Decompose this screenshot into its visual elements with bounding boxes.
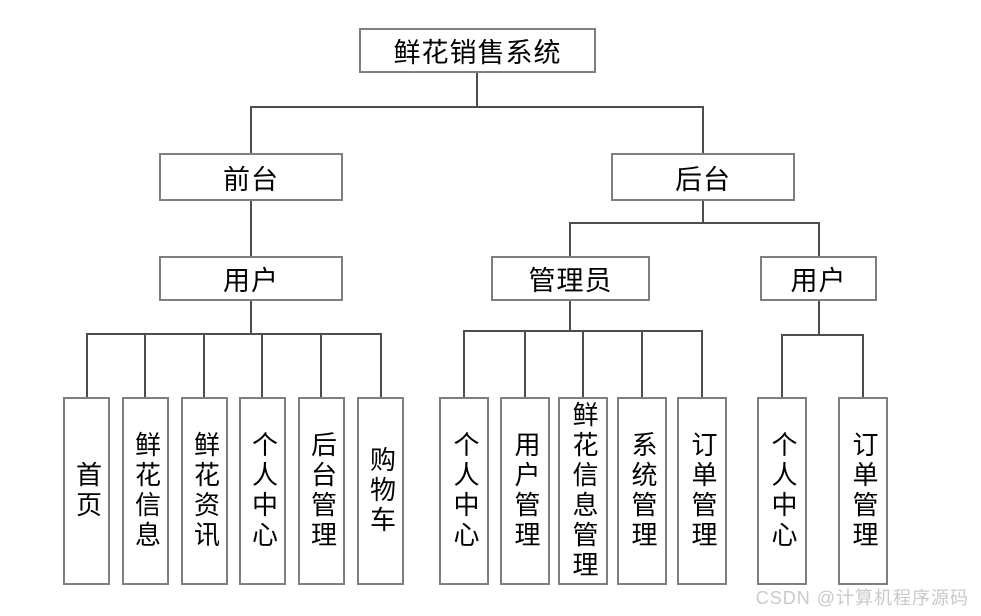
node-order-manage-user: 订单管理 [838,397,888,585]
connector-drop-backend-manage [320,333,322,397]
node-order-manage-admin-label: 订单管理 [688,431,717,551]
node-personal-center-user-label: 个人中心 [768,431,797,551]
connector-back-horizontal [569,222,820,224]
node-backend-manage-label: 后台管理 [307,431,337,551]
node-cart-label: 购物车 [366,446,396,536]
node-user-manage: 用户管理 [500,397,550,585]
node-root-system: 鲜花销售系统 [359,28,596,73]
connector-drop-order-manage-user [862,334,864,397]
connector-drop-personal-user [781,334,783,397]
connector-front-leaves-horizontal [86,333,382,335]
node-home: 首页 [63,397,110,585]
node-flower-news: 鲜花资讯 [181,397,228,585]
node-flower-info-manage: 鲜花信息管理 [558,397,608,585]
node-personal-center-admin-label: 个人中心 [450,431,479,551]
connector-drop-user-manage [524,330,526,397]
connector-front-user [250,201,252,256]
node-user-manage-label: 用户管理 [511,431,540,551]
connector-back-user-stem [818,301,820,334]
connector-front-user-stem [250,301,252,333]
connector-drop-admin [569,222,571,256]
node-flower-info: 鲜花信息 [122,397,169,585]
node-flower-info-label: 鲜花信息 [131,431,161,551]
node-flower-news-label: 鲜花资讯 [190,431,220,551]
connector-drop-personal-front [261,333,263,397]
connector-l1-horizontal [250,106,704,108]
connector-drop-flower-info [144,333,146,397]
node-back-user: 用户 [760,256,877,301]
connector-drop-flower-info-manage [582,330,584,397]
node-system-manage-label: 系统管理 [628,431,657,551]
connector-back-user-leaves-horizontal [781,334,864,336]
connector-admin-stem [569,301,571,330]
node-order-manage-user-label: 订单管理 [849,431,878,551]
node-flower-info-manage-label: 鲜花信息管理 [569,401,598,581]
node-backend-manage: 后台管理 [298,397,345,585]
connector-drop-personal-admin [463,330,465,397]
connector-drop-flower-news [203,333,205,397]
node-order-manage-admin: 订单管理 [677,397,727,585]
connector-drop-cart [380,333,382,397]
connector-root-stem [476,73,478,106]
connector-drop-order-manage-admin [701,330,703,397]
csdn-watermark: CSDN @计算机程序源码 [755,588,969,608]
node-personal-center-front-label: 个人中心 [248,431,278,551]
node-admin: 管理员 [491,256,650,301]
connector-drop-home [86,333,88,397]
node-personal-center-user: 个人中心 [757,397,807,585]
connector-drop-back-user [818,222,820,256]
node-home-label: 首页 [72,461,102,521]
node-system-manage: 系统管理 [617,397,667,585]
connector-drop-back [702,106,704,153]
node-cart: 购物车 [357,397,404,585]
connector-drop-system-manage [641,330,643,397]
connector-drop-front [250,106,252,153]
node-back-office: 后台 [611,153,795,201]
node-front-office: 前台 [159,153,343,201]
node-front-user: 用户 [159,256,343,301]
node-personal-center-admin: 个人中心 [439,397,489,585]
node-personal-center-front: 个人中心 [239,397,286,585]
connector-back-stem [702,201,704,222]
